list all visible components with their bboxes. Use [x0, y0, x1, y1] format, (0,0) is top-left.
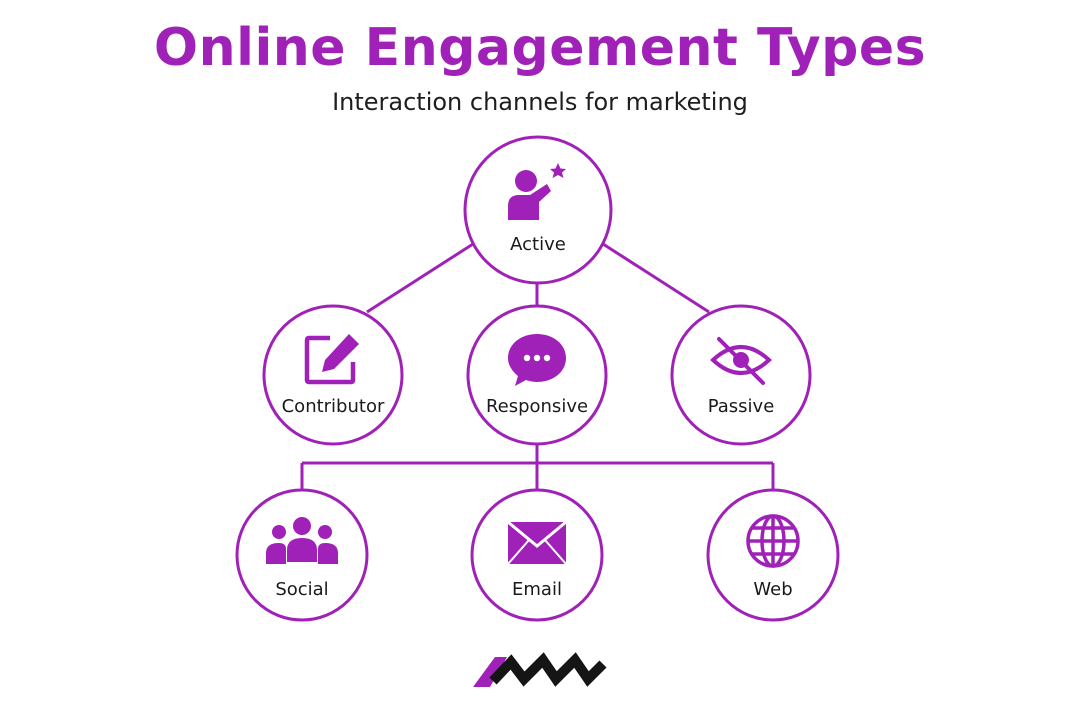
node-responsive: Responsive	[466, 304, 608, 446]
connector-active-contributor	[366, 242, 474, 314]
node-web-label: Web	[753, 579, 792, 600]
edit-pencil-icon	[304, 334, 359, 385]
connector-lines	[300, 242, 775, 490]
node-social: Social	[235, 488, 369, 622]
node-web: Web	[706, 488, 840, 622]
node-email-label: Email	[512, 579, 562, 600]
node-social-label: Social	[275, 579, 328, 600]
node-contributor: Contributor	[262, 304, 404, 446]
node-passive: Passive	[670, 304, 812, 446]
chat-bubble-icon	[508, 334, 566, 386]
connector-active-passive	[602, 242, 710, 314]
node-contributor-circle	[262, 304, 404, 446]
envelope-icon	[507, 520, 567, 565]
globe-icon	[746, 514, 800, 568]
node-active: Active	[463, 135, 613, 285]
node-active-label: Active	[510, 234, 566, 255]
node-contributor-label: Contributor	[282, 396, 385, 417]
group-people-icon	[266, 517, 338, 564]
page-subtitle: Interaction channels for marketing	[332, 88, 748, 116]
brand-logo	[473, 652, 607, 687]
eye-slash-icon	[710, 337, 772, 385]
node-email: Email	[470, 488, 604, 622]
node-passive-label: Passive	[708, 396, 775, 417]
page-title: Online Engagement Types	[153, 18, 927, 78]
node-responsive-label: Responsive	[486, 396, 588, 417]
person-raising-hand-star-icon	[508, 163, 566, 220]
